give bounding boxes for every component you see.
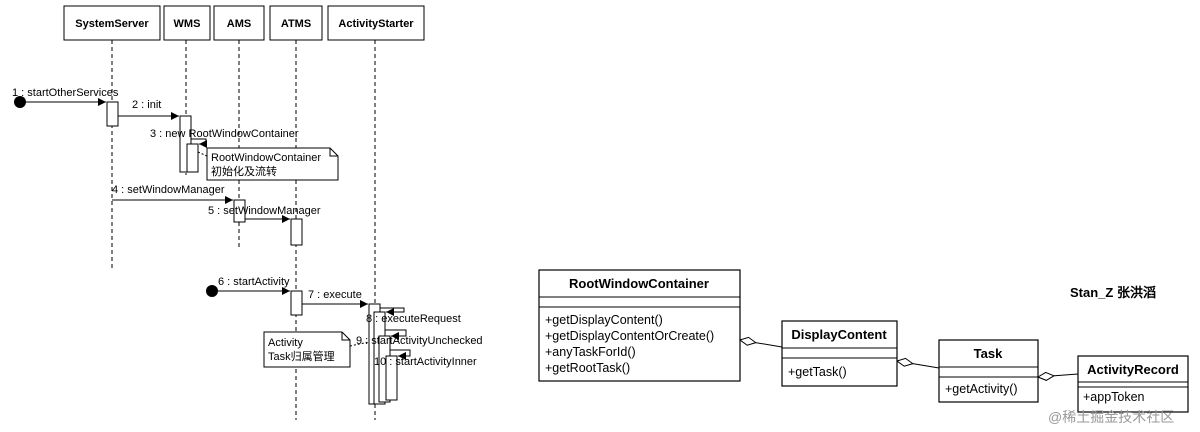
found-message-dot-1 <box>14 96 26 108</box>
activations <box>106 101 398 405</box>
message-arrow-8 <box>380 307 405 316</box>
class-member: +getTask() <box>788 365 847 379</box>
class-displaycontent: DisplayContent +getTask() <box>781 320 898 387</box>
note-line: RootWindowContainer <box>211 152 321 164</box>
participant-atms: ATMS <box>269 5 323 41</box>
class-name: DisplayContent <box>791 327 887 342</box>
message-label-8: 8 : executeRequest <box>366 313 461 325</box>
message-label-3: 3 : new RootWindowContainer <box>150 128 299 140</box>
aggregation-task-activityrecord <box>1038 374 1079 377</box>
class-member: +getRootTask() <box>545 361 630 375</box>
message-labels: 1 : startOtherServices 2 : init 3 : new … <box>12 87 483 368</box>
participant-systemserver: SystemServer <box>63 5 161 41</box>
aggregation-rootwindowcontainer-displaycontent <box>740 340 783 348</box>
note-line: 初始化及流转 <box>211 164 277 178</box>
activation-starter-10 <box>385 355 398 401</box>
class-member: +getDisplayContentOrCreate() <box>545 329 714 343</box>
message-label-4: 4 : setWindowManager <box>112 184 225 196</box>
participant-label: AMS <box>227 18 251 30</box>
class-name: RootWindowContainer <box>569 276 709 291</box>
message-arrow-9 <box>385 329 407 340</box>
activation-systemserver <box>106 101 119 127</box>
participant-label: SystemServer <box>75 18 149 30</box>
participant-label: ActivityStarter <box>338 18 414 30</box>
activation-atms-5 <box>290 218 303 246</box>
activation-atms-7 <box>290 290 303 316</box>
author-label: Stan_Z 张洪滔 <box>1070 285 1156 300</box>
class-name: Task <box>974 346 1003 361</box>
activation-wms-new <box>186 143 199 173</box>
message-arrow-3 <box>191 138 207 148</box>
participant-activitystarter: ActivityStarter <box>327 5 425 41</box>
aggregation-displaycontent-task <box>897 361 940 369</box>
class-rootwindowcontainer: RootWindowContainer +getDisplayContent()… <box>538 269 741 382</box>
messages <box>26 98 411 360</box>
message-label-9: 9 : startActivityUnchecked <box>356 335 483 347</box>
note-line: Activity <box>268 337 303 349</box>
message-arrow-10 <box>390 349 411 360</box>
class-task: Task +getActivity() <box>938 339 1039 403</box>
message-label-1: 1 : startOtherServices <box>12 87 119 99</box>
class-diagram: RootWindowContainer +getDisplayContent()… <box>538 269 1189 413</box>
class-member: +appToken <box>1083 390 1145 404</box>
participant-ams: AMS <box>213 5 265 41</box>
participant-label: WMS <box>174 18 201 30</box>
participant-wms: WMS <box>163 5 211 41</box>
class-member: +getActivity() <box>945 382 1018 396</box>
watermark: @稀土掘金技术社区 <box>1048 409 1174 425</box>
message-label-5: 5 : setWindowManager <box>208 205 321 217</box>
participant-label: ATMS <box>281 18 311 30</box>
message-label-6: 6 : startActivity <box>218 276 290 288</box>
class-name: ActivityRecord <box>1087 362 1179 377</box>
class-member: +getDisplayContent() <box>545 313 663 327</box>
message-label-10: 10 : startActivityInner <box>374 356 477 368</box>
activation-ams <box>233 199 246 223</box>
sequence-diagram: SystemServer WMS AMS ATMS ActivityStarte… <box>12 5 483 420</box>
note-line: Task归属管理 <box>268 349 335 363</box>
class-activityrecord: ActivityRecord +appToken <box>1077 355 1189 413</box>
associations <box>740 340 1079 377</box>
message-label-7: 7 : execute <box>308 289 362 301</box>
note-activity-task: Activity Task归属管理 <box>263 331 370 368</box>
class-member: +anyTaskForId() <box>545 345 636 359</box>
message-label-2: 2 : init <box>132 99 161 111</box>
found-message-dot-6 <box>206 285 218 297</box>
note-rootwindowcontainer: RootWindowContainer 初始化及流转 <box>197 147 339 181</box>
